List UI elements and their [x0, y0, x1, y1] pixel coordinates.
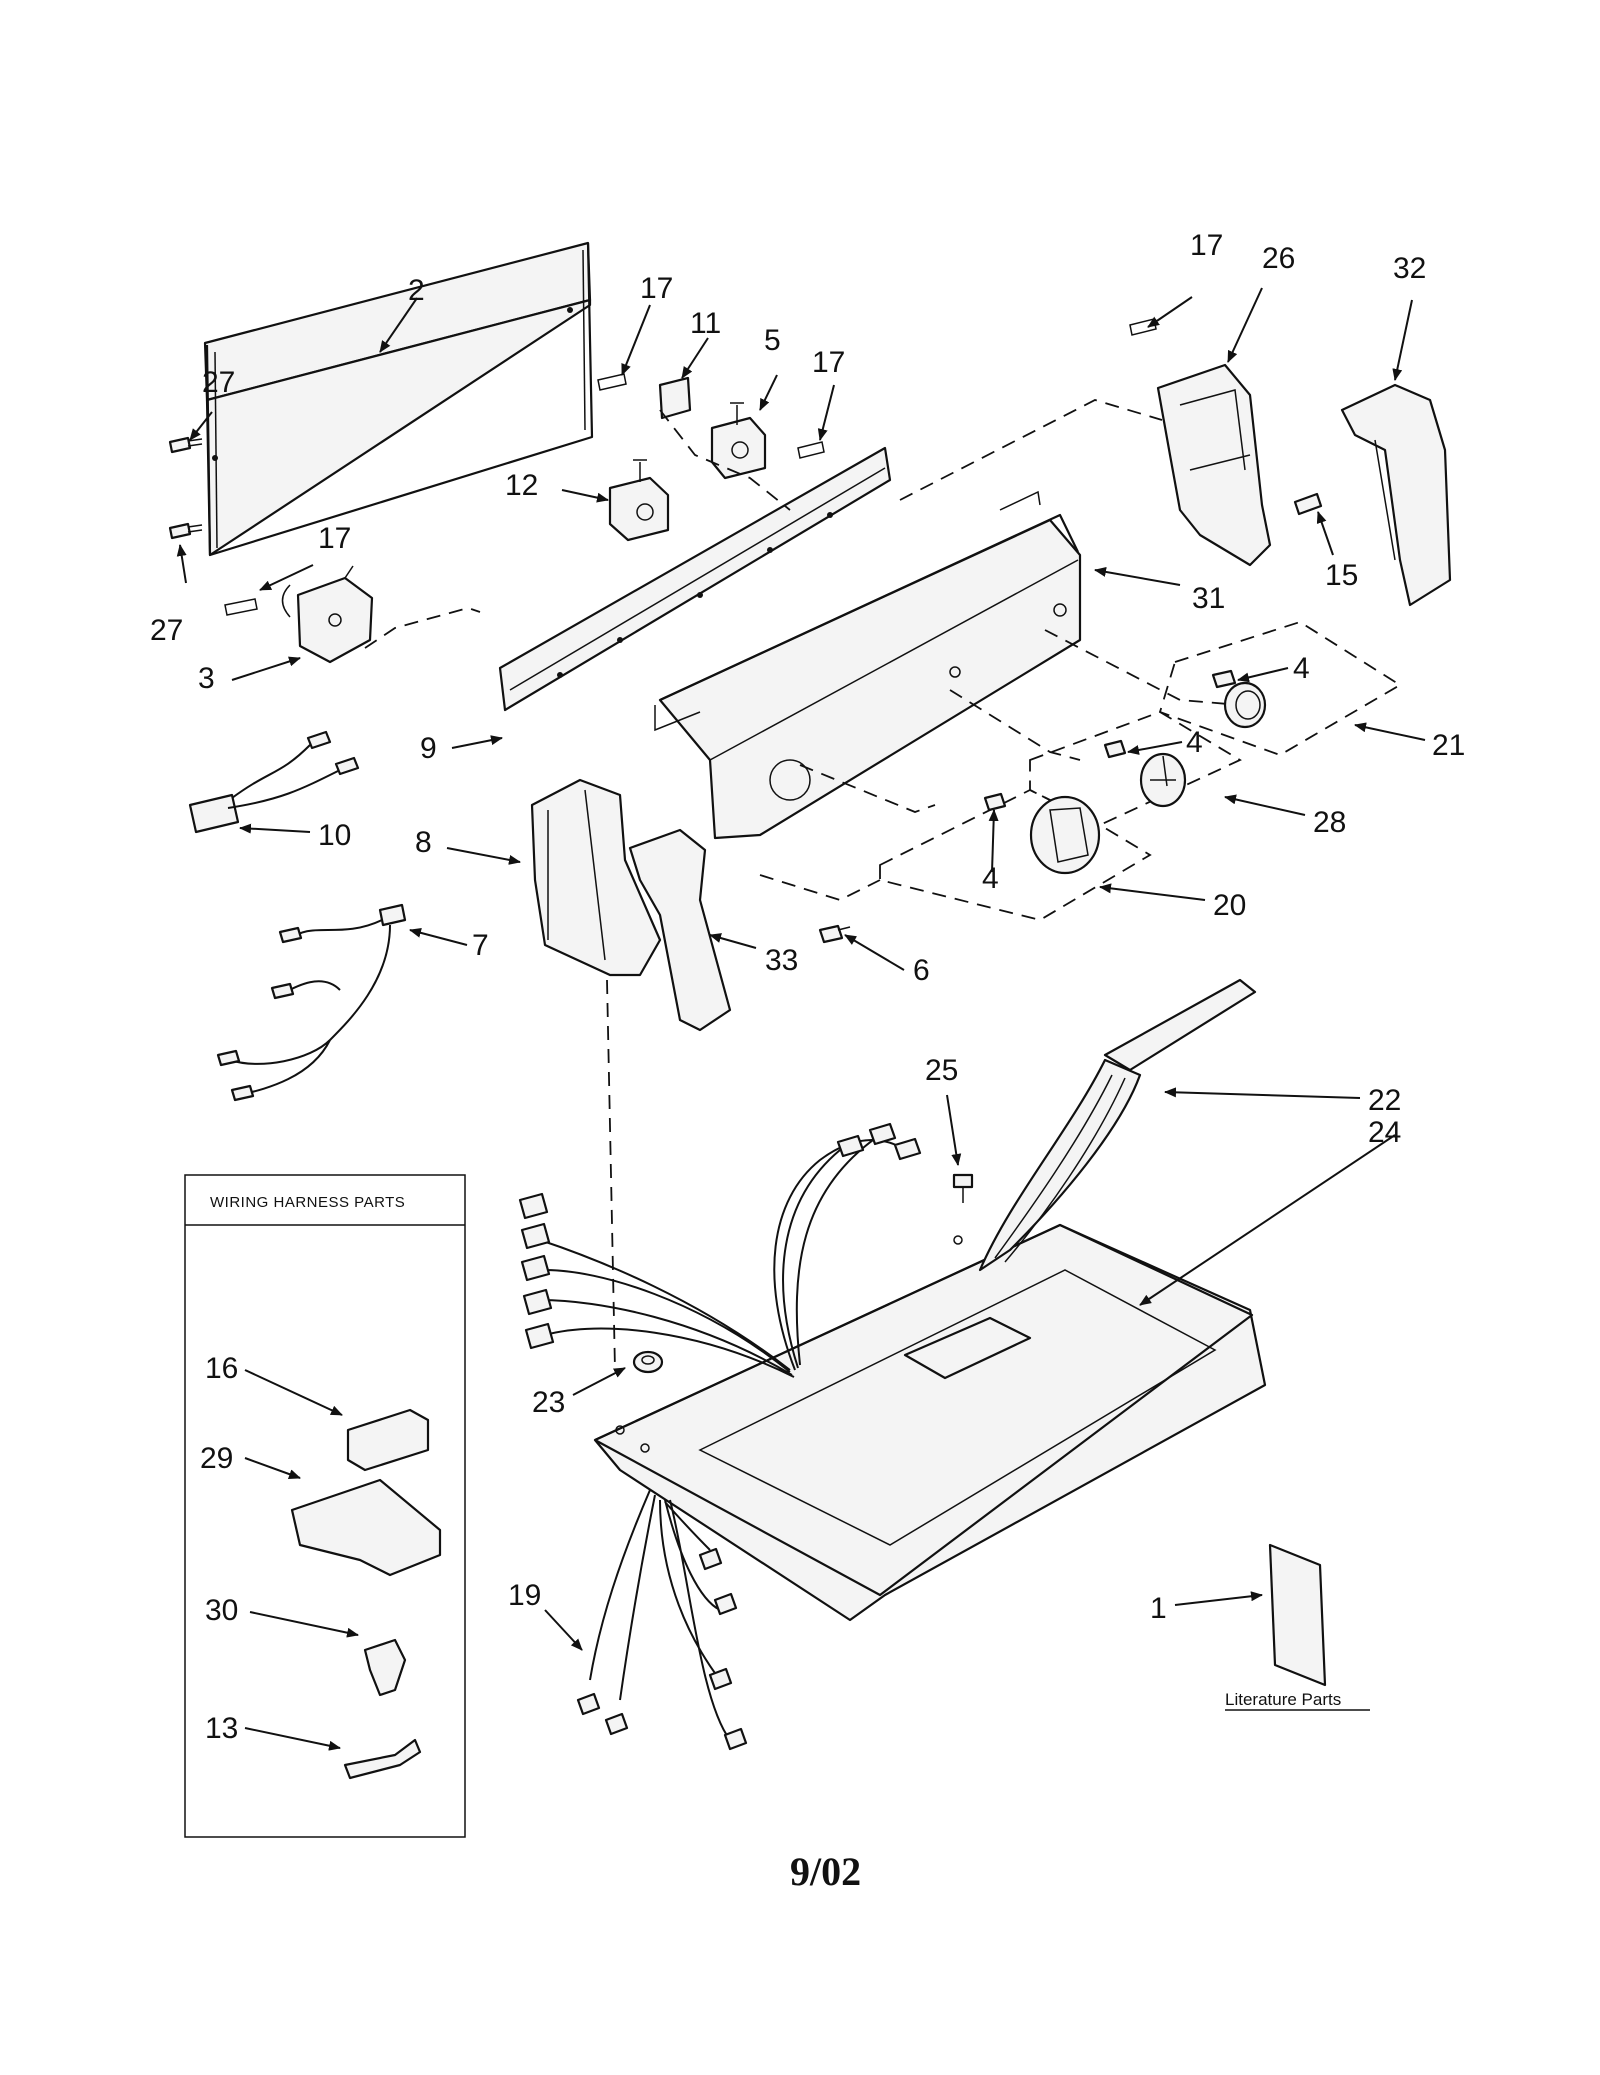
callout-31: 31: [1192, 582, 1225, 615]
callout-1: 1: [1150, 1592, 1167, 1625]
part-2-rear-panel: [203, 241, 594, 557]
part-12-selector-switch: [608, 459, 670, 542]
part-19-harness: [576, 1489, 748, 1751]
part-21-knob: [1223, 681, 1267, 729]
part-15-screw: [1293, 492, 1323, 516]
callout-16: 16: [205, 1352, 238, 1385]
part-11-connector: [597, 373, 692, 420]
callout-28: 28: [1313, 806, 1346, 839]
callout-10: 10: [318, 819, 351, 852]
wiring-harness-parts-box: [184, 1174, 466, 1838]
callout-4-upper: 4: [1293, 652, 1310, 685]
part-24-top-panel: [593, 1223, 1267, 1622]
part-4-knob-insert-lower: [983, 792, 1007, 812]
part-16-connector: [346, 1408, 430, 1472]
callout-9: 9: [420, 732, 437, 765]
top-harness-left-bundle: [518, 1192, 795, 1378]
part-6-screw: [818, 924, 851, 944]
callout-12: 12: [505, 469, 538, 502]
callout-8: 8: [415, 826, 432, 859]
callout-2: 2: [408, 274, 425, 307]
part-26-right-end-cap: [1129, 318, 1272, 567]
part-1-literature: [1268, 1543, 1327, 1687]
callout-15: 15: [1325, 559, 1358, 592]
callout-29: 29: [200, 1442, 233, 1475]
part-4-knob-insert-middle: [1103, 739, 1127, 759]
part-20-timer-knob: [1029, 795, 1101, 875]
callout-17-mid: 17: [812, 346, 845, 379]
wiring-harness-box-title: WIRING HARNESS PARTS: [210, 1194, 405, 1211]
callout-27-lower: 27: [150, 614, 183, 647]
callout-6: 6: [913, 954, 930, 987]
part-8-left-end-cap: [530, 778, 662, 977]
callout-19: 19: [508, 1579, 541, 1612]
callout-24: 24: [1368, 1116, 1401, 1149]
top-harness-right-bundle: [773, 1122, 922, 1371]
part-3-timer-switch: [224, 565, 374, 664]
part-7-harness: [216, 903, 407, 1102]
callout-20: 20: [1213, 889, 1246, 922]
part-4-knob-insert-upper: [1211, 669, 1237, 689]
callout-labels: 2 27 27 17 3 17 11 5 17 12 9 10 8 7 33 6…: [150, 229, 1465, 1745]
part-30-clip: [363, 1638, 407, 1697]
part-28-knob: [1139, 752, 1187, 808]
callout-13: 13: [205, 1712, 238, 1745]
callout-25: 25: [925, 1054, 958, 1087]
part-29-connector-block: [290, 1478, 442, 1577]
part-25-screw: [952, 1173, 974, 1203]
callout-22: 22: [1368, 1084, 1401, 1117]
part-27-screw-upper: [168, 436, 203, 454]
callout-leaders: [176, 287, 1426, 1751]
callout-17-left: 17: [318, 522, 351, 555]
callout-27-upper: 27: [202, 366, 235, 399]
callout-4-lower: 4: [982, 862, 999, 895]
part-13-terminal: [343, 1738, 422, 1780]
part-33-left-end-trim: [628, 828, 732, 1032]
part-10-harness: [188, 730, 360, 834]
callout-17-right: 17: [1190, 229, 1223, 262]
part-32-right-end-trim: [1340, 383, 1452, 607]
part-22-main-harness: [978, 978, 1257, 1272]
part-9-console-bracket: [498, 446, 892, 712]
part-5-push-to-start-switch: [710, 402, 767, 480]
callout-17-top: 17: [640, 272, 673, 305]
callout-32: 32: [1393, 252, 1426, 285]
callout-11: 11: [690, 307, 721, 340]
callout-26: 26: [1262, 242, 1295, 275]
callout-4-middle: 4: [1186, 726, 1203, 759]
callout-23: 23: [532, 1386, 565, 1419]
callout-3: 3: [198, 662, 215, 695]
date-code: 9/02: [790, 1849, 861, 1894]
callout-21: 21: [1432, 729, 1465, 762]
callout-33: 33: [765, 944, 798, 977]
part-17-screw-right-of-5: [797, 441, 825, 459]
part-31-control-console: [654, 490, 1082, 840]
callout-30: 30: [205, 1594, 238, 1627]
part-23-grommet: [632, 1350, 664, 1374]
part-27-screw-lower: [168, 522, 203, 540]
callout-7: 7: [472, 929, 489, 962]
literature-parts-label: Literature Parts: [1225, 1690, 1341, 1709]
part-23-dashed-leader: [606, 979, 616, 1371]
callout-5: 5: [764, 324, 781, 357]
